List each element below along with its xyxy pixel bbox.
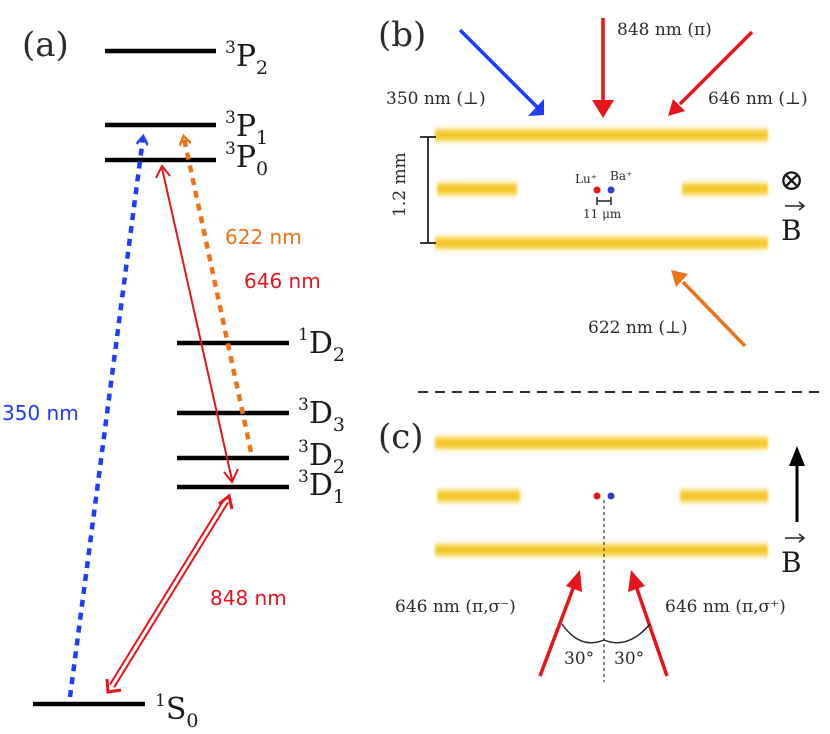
- beam-848-b: [592, 18, 614, 118]
- b-field-arrow-up-icon: [789, 446, 805, 522]
- electrode-mid-right-c: [680, 485, 768, 507]
- beam-848-label: 848 nm (π): [617, 20, 712, 40]
- level-label-3p2: 3P2: [225, 38, 268, 79]
- level-label-3p1: 3P1: [225, 108, 268, 149]
- transition-848-double-line: [105, 493, 234, 694]
- level-label-1d2: 1D2: [298, 325, 345, 366]
- trap-electrodes-c: [435, 432, 768, 561]
- electrode-top-b: [435, 124, 768, 146]
- panel-c-label: (c): [378, 417, 424, 457]
- electrode-mid-right-b: [682, 178, 768, 200]
- transition-646-arrow-top: [155, 164, 171, 179]
- beam-622-b: [671, 270, 747, 348]
- beam-646-label: 646 nm (⊥): [708, 89, 808, 109]
- transition-622-label: 622 nm: [225, 225, 302, 249]
- transition-646-line: [161, 167, 233, 481]
- beam-646-left-c: [538, 570, 582, 677]
- level-label-3d1: 3D1: [298, 467, 345, 508]
- level-label-1s0: 1S0: [155, 691, 198, 732]
- panel-a-label: (a): [22, 25, 69, 65]
- transition-646-arrow-bottom: [223, 468, 239, 484]
- level-label-3d3: 3D3: [298, 395, 345, 436]
- electrode-bottom-c: [435, 539, 768, 561]
- svg-text:B: B: [781, 214, 802, 247]
- trap-electrodes-b: [435, 124, 768, 254]
- ba-ion-label: Ba⁺: [610, 169, 632, 183]
- svg-text:B: B: [781, 546, 802, 579]
- level-label-3d2: 3D2: [298, 437, 345, 478]
- transition-622-line: [184, 138, 254, 453]
- electrode-mid-left-b: [437, 178, 517, 200]
- spacing-label: 1.2 mm: [390, 152, 410, 217]
- transition-350-line: [67, 138, 143, 698]
- lu-ion-b: [593, 186, 601, 194]
- transition-646-label: 646 nm: [244, 269, 321, 293]
- energy-levels: [33, 48, 289, 707]
- beam-350-label: 350 nm (⊥): [386, 89, 486, 109]
- beam-left-label: 646 nm (π,σ⁻): [395, 597, 516, 617]
- ba-ion-c: [607, 492, 615, 500]
- ion-separation-bar: [596, 197, 612, 205]
- electrode-bottom-b: [435, 232, 768, 254]
- transition-848-label: 848 nm: [210, 586, 287, 610]
- angle-right-label: 30°: [614, 649, 644, 669]
- lu-ion-c: [593, 492, 601, 500]
- b-field-into-page-icon: ⊗: [779, 163, 804, 198]
- ba-ion-b: [607, 186, 615, 194]
- panel-b-label: (b): [378, 15, 426, 55]
- beam-622-label: 622 nm (⊥): [588, 318, 688, 338]
- level-labels: 3P2 3P1 3P0 1D2 3D3 3D2 3D1 1S0: [155, 38, 345, 732]
- angle-left-label: 30°: [564, 649, 594, 669]
- b-field-label-c: B: [781, 533, 806, 579]
- beam-350-b: [458, 28, 544, 116]
- ion-separation-label: 11 μm: [583, 207, 622, 221]
- spacing-bracket: [420, 136, 436, 244]
- beam-646-right-c: [628, 570, 669, 677]
- beam-right-label: 646 nm (π,σ⁺): [665, 597, 786, 617]
- beam-646-b: [668, 30, 754, 116]
- angle-arc-right: [603, 623, 651, 644]
- level-label-3p0: 3P0: [225, 139, 268, 180]
- b-field-label-b: B: [781, 201, 806, 247]
- angle-arc-left: [561, 623, 605, 644]
- electrode-mid-left-c: [437, 485, 520, 507]
- electrode-top-c: [435, 432, 768, 454]
- lu-ion-label: Lu⁺: [575, 172, 597, 186]
- transition-350-label: 350 nm: [2, 401, 79, 425]
